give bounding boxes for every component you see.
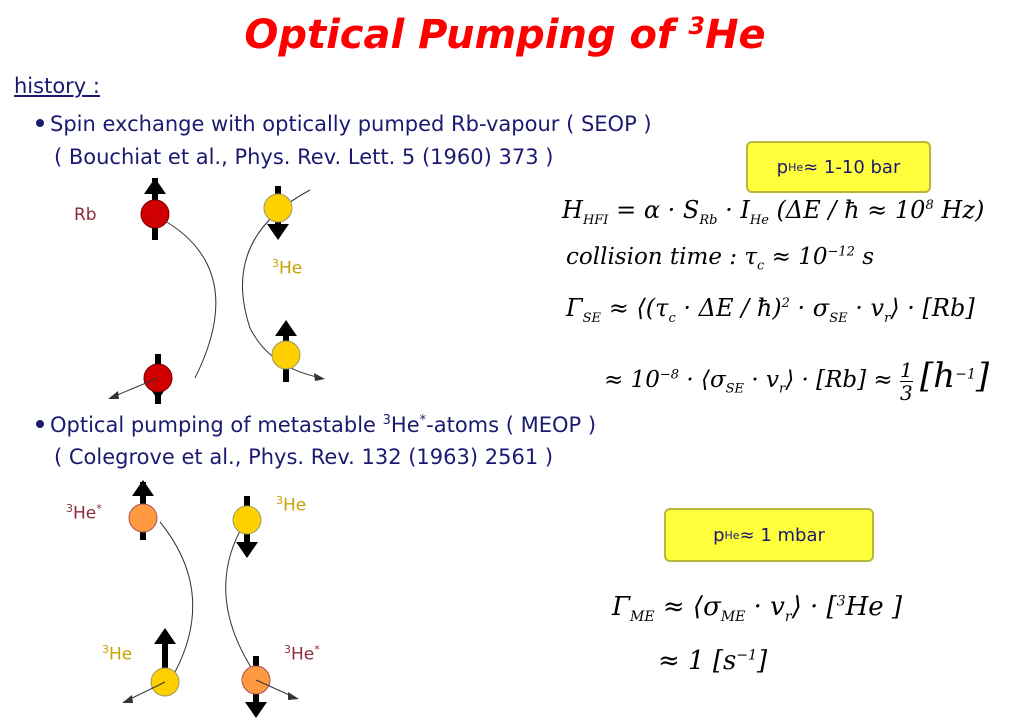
history-label: history : (14, 74, 100, 98)
equation-gamma-me-estimate: ≈ 1 [s−1] (658, 646, 768, 676)
equation-hfi: HHFI = α · SRb · IHe (ΔE / ħ ≈ 108 Hz) (562, 196, 985, 228)
meop-bullet: Optical pumping of metastable 3He*-atoms… (36, 413, 596, 437)
he-atom-icon (271, 340, 301, 370)
he-atom-icon (263, 193, 293, 223)
bullet-dot (36, 420, 44, 428)
meop-collision-diagram (122, 480, 299, 718)
equation-gamma-me: ΓME ≈ ⟨σME · vr⟩ · [3He ] (612, 592, 903, 626)
rb-label: Rb (74, 205, 97, 225)
meop-reference: ( Colegrove et al., Phys. Rev. 132 (1963… (54, 445, 554, 469)
slide-title: Optical Pumping of 3He (244, 12, 766, 58)
he3-label: 3He (272, 257, 303, 279)
seop-reference: ( Bouchiat et al., Phys. Rev. Lett. 5 (1… (54, 145, 554, 169)
he3-label-top: 3He (276, 494, 307, 516)
seop-bullet: Spin exchange with optically pumped Rb-v… (36, 112, 652, 136)
seop-collision-diagram (108, 178, 325, 404)
he3-label-bottom: 3He (102, 643, 133, 665)
bullet-dot (36, 119, 44, 127)
he3-metastable-label-top: 3He* (66, 502, 102, 524)
equation-collision-time: collision time : τc ≈ 10−12 s (566, 244, 875, 274)
rb-atom-icon (140, 199, 170, 229)
rb-trajectory (159, 217, 217, 379)
he-atom-icon (232, 505, 262, 535)
equation-gamma-se: ΓSE ≈ ⟨(τc · ΔE / ħ)2 · σSE · vr⟩ · [Rb] (566, 294, 975, 326)
he3-metastable-label-bottom: 3He* (284, 643, 320, 665)
he3-metastable-atom-icon (128, 503, 158, 533)
